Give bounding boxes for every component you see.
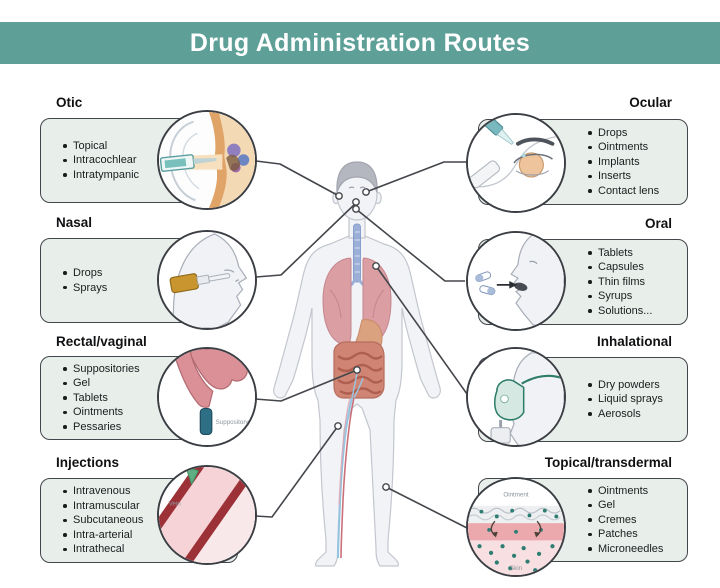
vein-injection-icon: Vein <box>157 465 257 565</box>
internal-organs <box>322 223 392 559</box>
oxygen-mask-icon <box>466 347 566 447</box>
route-list-topical: Ointments Gel Cremes Patches Microneedle… <box>587 484 663 556</box>
route-list-injections: Intravenous Intramuscular Subcutaneous I… <box>62 484 143 556</box>
nasal-spray-icon <box>157 230 257 330</box>
route-item: Drops <box>587 126 659 140</box>
route-item: Intravenous <box>62 484 143 498</box>
ear-anatomy-icon <box>157 110 257 210</box>
route-item: Inserts <box>587 169 659 183</box>
suppository-label: Suppository <box>216 419 250 426</box>
connector-line-rectal <box>254 369 358 402</box>
route-item: Gel <box>587 498 663 512</box>
route-item: Cremes <box>587 513 663 527</box>
connector-line-ocular <box>365 161 467 193</box>
route-item: Contact lens <box>587 184 659 198</box>
route-item: Pessaries <box>62 420 140 434</box>
route-item: Sprays <box>62 281 107 295</box>
route-list-otic: Topical Intracochlear Intratympanic <box>62 139 139 182</box>
ointment-label: Ointment <box>503 491 529 498</box>
section-title-otic: Otic <box>56 95 83 110</box>
anchor-dot-knee <box>382 483 390 491</box>
skin-layers-icon: Ointment Skin <box>466 477 566 577</box>
route-item: Intramuscular <box>62 499 143 513</box>
skin-label: Skin <box>510 565 523 572</box>
route-item: Ointments <box>62 405 140 419</box>
route-item: Intra-arterial <box>62 528 143 542</box>
connector-line-injections <box>254 425 339 518</box>
route-list-nasal: Drops Sprays <box>62 266 107 295</box>
route-item: Subcutaneous <box>62 513 143 527</box>
route-item: Intracochlear <box>62 153 139 167</box>
route-list-inhalational: Dry powders Liquid sprays Aerosols <box>587 378 663 421</box>
anchor-dot-eye <box>362 188 370 196</box>
route-item: Suppositories <box>62 362 140 376</box>
header-banner: Drug Administration Routes <box>0 22 720 64</box>
route-item: Liquid sprays <box>587 392 663 406</box>
anchor-dot-ear <box>335 192 343 200</box>
anchor-dot-pelvis <box>353 366 361 374</box>
mouth-pills-icon <box>466 231 566 331</box>
connector-line-topical <box>385 486 468 529</box>
body-silhouette <box>273 161 441 567</box>
connector-line-otic <box>255 160 340 197</box>
section-title-ocular: Ocular <box>629 95 672 110</box>
route-item: Capsules <box>587 260 652 274</box>
route-item: Syrups <box>587 289 652 303</box>
section-title-nasal: Nasal <box>56 215 93 230</box>
connector-line-nasal <box>255 202 357 278</box>
route-item: Drops <box>62 266 107 280</box>
route-item: Solutions... <box>587 304 652 318</box>
section-title-topical: Topical/transdermal <box>544 455 672 470</box>
anchor-dot-lung <box>372 262 380 270</box>
route-box-injections: Intravenous Intramuscular Subcutaneous I… <box>40 478 238 563</box>
route-item: Dry powders <box>587 378 663 392</box>
anchor-dot-mouth <box>352 205 360 213</box>
route-item: Ointments <box>587 484 663 498</box>
anchor-dots <box>334 188 390 491</box>
route-item: Topical <box>62 139 139 153</box>
connector-lines <box>254 160 468 529</box>
section-title-injections: Injections <box>56 455 120 470</box>
route-item: Tablets <box>587 246 652 260</box>
connector-line-inhalational <box>375 265 468 395</box>
route-item: Ointments <box>587 140 659 154</box>
section-title-rectal: Rectal/vaginal <box>56 334 147 349</box>
route-item: Implants <box>587 155 659 169</box>
route-item: Aerosols <box>587 407 663 421</box>
page-title: Drug Administration Routes <box>189 28 531 57</box>
anchor-dot-leg-vein <box>334 422 342 430</box>
section-title-oral: Oral <box>644 216 672 231</box>
route-item: Patches <box>587 527 663 541</box>
route-list-ocular: Drops Ointments Implants Inserts Contact… <box>587 126 659 198</box>
route-list-oral: Tablets Capsules Thin films Syrups Solut… <box>587 246 652 318</box>
route-item: Gel <box>62 376 140 390</box>
rectum-suppository-icon: Suppository <box>157 347 257 447</box>
section-title-inhalational: Inhalational <box>596 334 672 349</box>
route-list-rectal: Suppositories Gel Tablets Ointments Pess… <box>62 362 140 434</box>
connector-line-oral <box>355 208 465 282</box>
route-item: Microneedles <box>587 542 663 556</box>
route-item: Intratympanic <box>62 168 139 182</box>
route-item: Tablets <box>62 391 140 405</box>
eye-dropper-icon <box>466 113 566 213</box>
anchor-dot-nose <box>352 198 360 206</box>
vein-label: Vein <box>169 500 182 507</box>
route-item: Thin films <box>587 275 652 289</box>
route-item: Intrathecal <box>62 542 143 556</box>
